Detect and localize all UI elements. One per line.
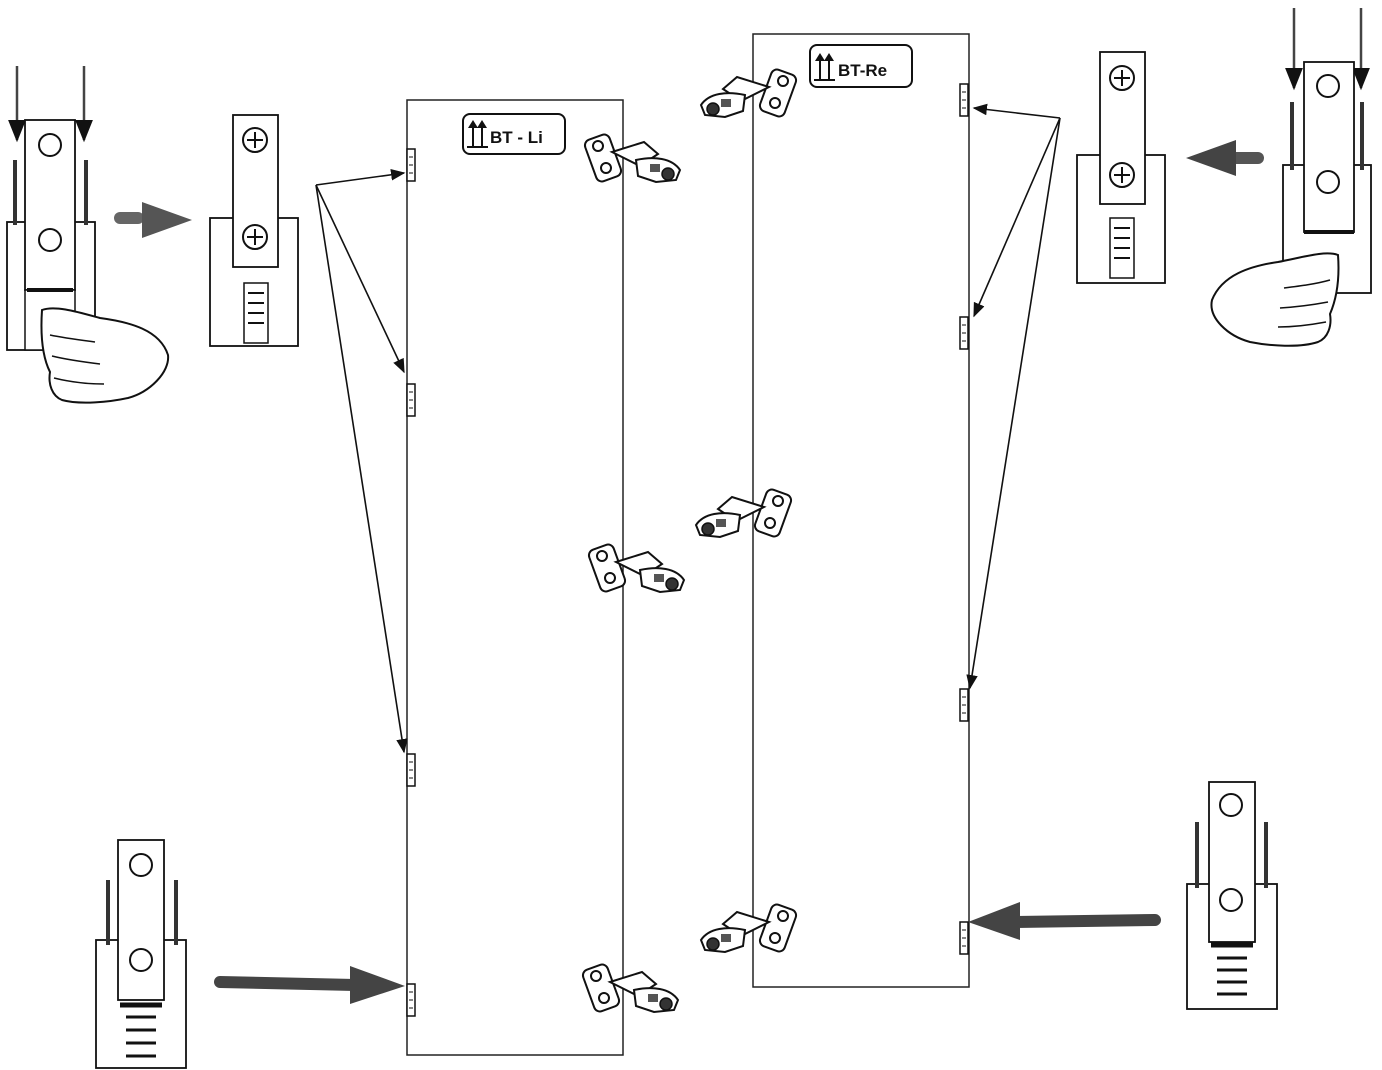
left-door: BT - Li [406, 99, 685, 1056]
detail-plate-right [1076, 51, 1166, 284]
detail-release-left [6, 66, 170, 404]
pointer-lines-left [315, 169, 408, 754]
right-mount-plate-4 [959, 921, 969, 955]
left-mount-plate-1 [406, 148, 416, 182]
up-arrows-icon [814, 53, 835, 81]
hinge-icon [580, 961, 679, 1015]
left-mount-plate-2 [406, 383, 416, 417]
right-door: BT-Re [695, 33, 970, 988]
screw-icon [1109, 162, 1135, 188]
screw-icon [1109, 65, 1135, 91]
right-mount-plate-2 [959, 316, 969, 350]
left-door-label: BT - Li [462, 113, 566, 155]
detail-plate-left [209, 114, 299, 347]
right-mount-plate-1 [959, 83, 969, 117]
hand-icon [1210, 252, 1340, 347]
hand-icon [40, 307, 170, 404]
up-arrows-icon [467, 120, 488, 148]
left-door-label-text: BT - Li [490, 128, 543, 147]
detail-release-right [1210, 8, 1372, 347]
hinge-icon [700, 901, 799, 955]
arrow-icon [968, 902, 1161, 940]
detail-clip-bottom-left [95, 839, 187, 1069]
left-mount-plate-4 [406, 983, 416, 1017]
hinge-icon [582, 131, 681, 185]
hinge-icon [586, 541, 685, 595]
right-door-label: BT-Re [809, 44, 913, 88]
hinge-icon [700, 66, 799, 120]
detail-clip-bottom-right [1186, 781, 1278, 1010]
arrow-icon [214, 966, 405, 1004]
arrow-icon [1186, 140, 1264, 176]
hinge-icon [695, 486, 794, 540]
pointer-lines-right [966, 103, 1061, 690]
screw-icon [242, 127, 268, 153]
arrow-icon [114, 202, 192, 238]
right-mount-plate-3 [959, 688, 969, 722]
right-door-label-text: BT-Re [838, 61, 887, 80]
left-mount-plate-3 [406, 753, 416, 787]
screw-icon [242, 224, 268, 250]
